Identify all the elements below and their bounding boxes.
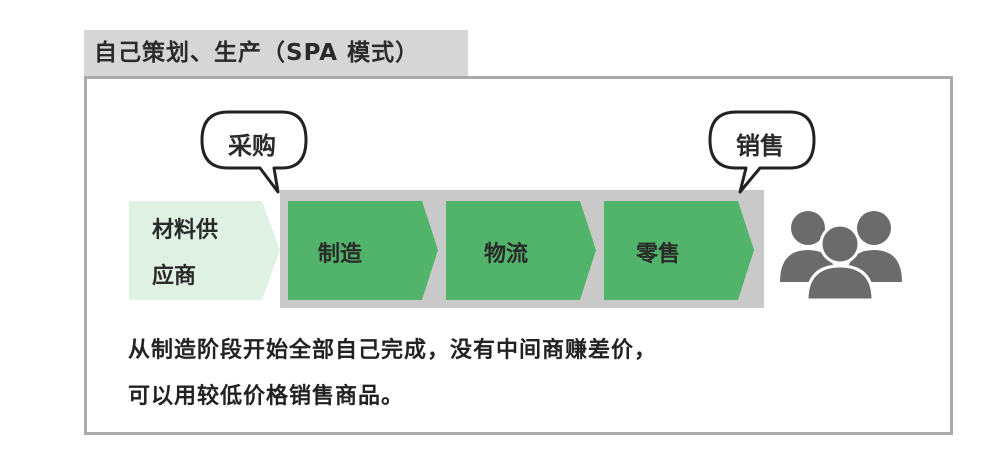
supplier-label-line1: 材料供 [152,218,219,243]
supplier-label: 材料供 应商 [152,208,262,300]
step-arrow-logistics [446,201,596,300]
purchase-bubble [200,110,308,194]
step-retail: 零售 [636,242,681,267]
supplier-arrow [129,201,280,300]
people-group-icon [780,211,902,302]
purchase-label: 采购 [228,132,276,160]
sales-bubble [708,110,816,194]
description-line2: 可以用较低价格销售商品。 [128,384,405,409]
sales-label: 销售 [736,132,784,160]
section-title: 自己策划、生产（SPA 模式） [84,30,468,76]
description-line1: 从制造阶段开始全部自己完成，没有中间商赚差价， [128,338,658,363]
step-arrow-manufacture [288,201,438,300]
step-arrow-retail [604,201,754,300]
step-manufacture: 制造 [318,242,363,267]
supplier-label-line2: 应商 [152,264,197,289]
step-logistics: 物流 [484,242,529,267]
